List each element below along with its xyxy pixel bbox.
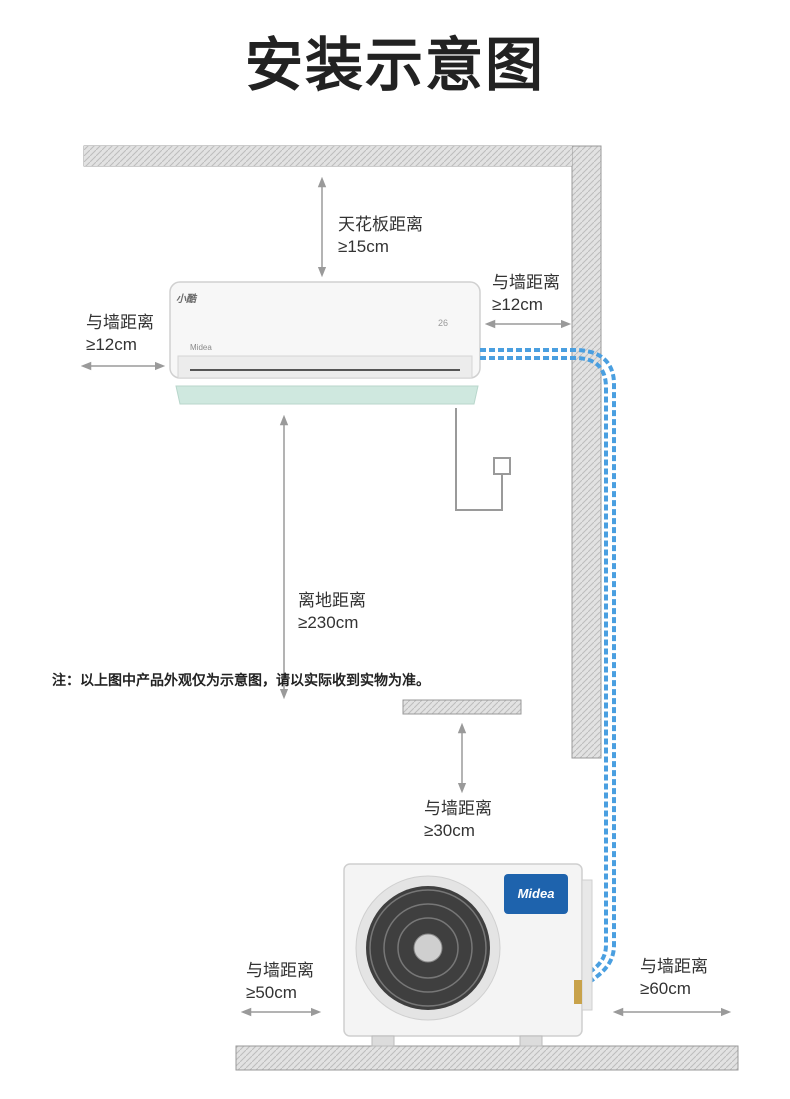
refrigerant-pipe (480, 348, 616, 987)
dimension-arrows (80, 176, 732, 1017)
disclaimer-note: 注：以上图中产品外观仅为示意图，请以实际收到实物为准。 (52, 672, 430, 688)
label-outdoor-right-wall: 与墙距离 ≥60cm (640, 956, 708, 1000)
label-floor-title: 离地距离 (298, 591, 366, 610)
upper-ledge (402, 699, 522, 715)
outdoor-brand-logo: Midea (504, 874, 568, 914)
label-outdoor-left-wall: 与墙距离 ≥50cm (246, 960, 314, 1004)
label-outdoor-front-title: 与墙距离 (424, 799, 492, 818)
label-outdoor-right-value: ≥60cm (640, 979, 691, 998)
indoor-display: 26 (438, 318, 449, 328)
label-outdoor-front-value: ≥30cm (424, 821, 475, 840)
power-cable (455, 408, 511, 511)
label-indoor-right-title: 与墙距离 (492, 273, 560, 292)
label-indoor-left-title: 与墙距离 (86, 313, 154, 332)
page-title: 安装示意图 (244, 31, 545, 99)
ground (235, 1045, 739, 1071)
label-ceiling-value: ≥15cm (338, 237, 389, 256)
indoor-brand-logo: Midea (190, 343, 212, 352)
indoor-series-label: 小酷 (176, 294, 196, 305)
indoor-unit (169, 281, 481, 405)
label-outdoor-front-wall: 与墙距离 ≥30cm (424, 798, 492, 842)
label-indoor-right-value: ≥12cm (492, 295, 543, 314)
ceiling-wall (83, 145, 602, 759)
label-outdoor-left-value: ≥50cm (246, 983, 297, 1002)
label-indoor-left-wall: 与墙距离 ≥12cm (86, 312, 154, 356)
label-indoor-right-wall: 与墙距离 ≥12cm (492, 272, 560, 316)
label-ceiling-distance: 天花板距离 ≥15cm (338, 214, 423, 258)
label-outdoor-left-title: 与墙距离 (246, 961, 314, 980)
label-outdoor-right-title: 与墙距离 (640, 957, 708, 976)
label-ceiling-title: 天花板距离 (338, 215, 423, 234)
label-floor-value: ≥230cm (298, 613, 359, 632)
label-indoor-left-value: ≥12cm (86, 335, 137, 354)
label-floor-distance: 离地距离 ≥230cm (298, 590, 366, 634)
